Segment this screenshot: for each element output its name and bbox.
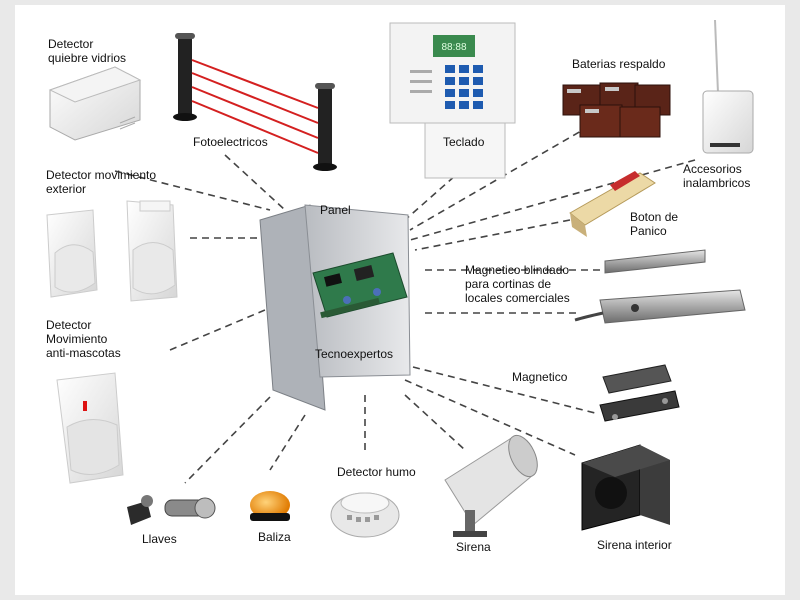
control-panel-image	[259, 204, 411, 411]
diagram-canvas: 88:88	[15, 5, 785, 595]
outdoor-motion-detector-image	[46, 200, 178, 302]
label-armored-magnetic-line2: para cortinas de	[465, 277, 552, 291]
backup-batteries-image	[562, 82, 671, 138]
label-beacon: Baliza	[258, 530, 291, 544]
keys-image	[127, 495, 216, 525]
panic-button-image	[569, 171, 656, 237]
label-panic-line1: Boton de	[630, 210, 679, 224]
keypad-image: 88:88	[389, 22, 516, 179]
label-indoor-siren: Sirena interior	[597, 538, 672, 552]
label-pet-motion-line2: Movimiento	[46, 332, 108, 346]
wireless-accessory-image	[702, 19, 754, 154]
label-panic-line2: Panico	[630, 224, 667, 238]
magnetic-contact-image	[599, 364, 680, 422]
glass-break-detector-image	[48, 66, 142, 141]
label-armored-magnetic-line3: locales comerciales	[465, 291, 570, 305]
beacon-image	[250, 491, 290, 521]
diagram-graphics: 88:88	[46, 19, 754, 538]
armored-magnetic-contact-image	[574, 249, 746, 324]
label-keys: Llaves	[142, 532, 177, 546]
siren-image	[444, 434, 538, 537]
label-armored-magnetic-line1: Magnetico blindado	[465, 263, 570, 277]
label-smoke-detector: Detector humo	[337, 465, 416, 479]
label-brand: Tecnoexpertos	[315, 347, 394, 361]
label-photoelectric: Fotoelectricos	[193, 135, 268, 149]
label-backup-batteries: Baterias respaldo	[572, 57, 666, 71]
label-outdoor-motion-line1: Detector movimiento	[46, 168, 157, 182]
smoke-detector-image	[330, 492, 400, 538]
label-pet-motion-line3: anti-mascotas	[46, 346, 121, 360]
label-pet-motion-line1: Detector	[46, 318, 92, 332]
label-magnetic: Magnetico	[512, 370, 568, 384]
label-wireless-line2: inalambricos	[683, 176, 751, 190]
photoelectric-beams-image	[173, 33, 337, 171]
label-outdoor-motion-line2: exterior	[46, 182, 87, 196]
keypad-display: 88:88	[441, 42, 466, 53]
label-panel: Panel	[320, 203, 351, 217]
label-wireless-line1: Accesorios	[683, 162, 742, 176]
label-glass-break-line2: quiebre vidrios	[48, 51, 127, 65]
label-glass-break-line1: Detector	[48, 37, 94, 51]
label-keypad: Teclado	[443, 135, 485, 149]
label-siren: Sirena	[456, 540, 491, 554]
pet-motion-detector-image	[56, 372, 124, 484]
indoor-siren-image	[581, 444, 670, 531]
